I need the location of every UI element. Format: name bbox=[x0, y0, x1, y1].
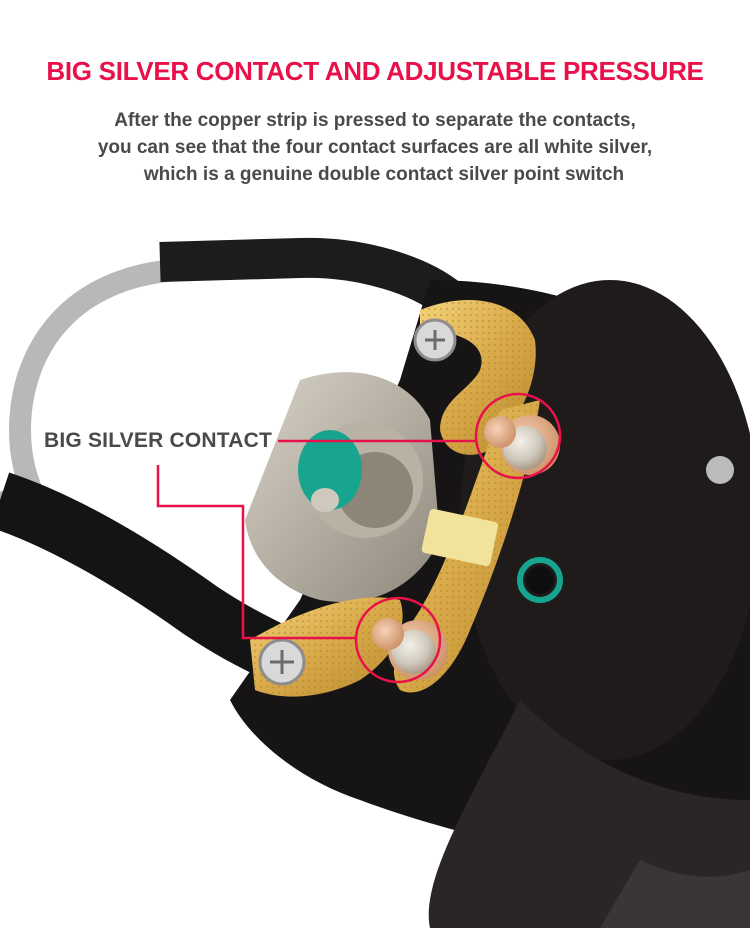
callout-line-bottom bbox=[156, 465, 356, 640]
callout-label: BIG SILVER CONTACT bbox=[44, 429, 272, 452]
description-line-1: After the copper strip is pressed to sep… bbox=[114, 110, 636, 131]
description: After the copper strip is pressed to sep… bbox=[0, 107, 750, 188]
page-title: BIG SILVER CONTACT AND ADJUSTABLE PRESSU… bbox=[46, 56, 704, 86]
callout-circle-top bbox=[474, 392, 562, 480]
description-line-3: which is a genuine double contact silver… bbox=[143, 164, 625, 185]
callout-circle-bottom bbox=[354, 596, 442, 684]
product-photo bbox=[0, 237, 750, 928]
description-line-2: you can see that the four contact surfac… bbox=[97, 137, 653, 158]
